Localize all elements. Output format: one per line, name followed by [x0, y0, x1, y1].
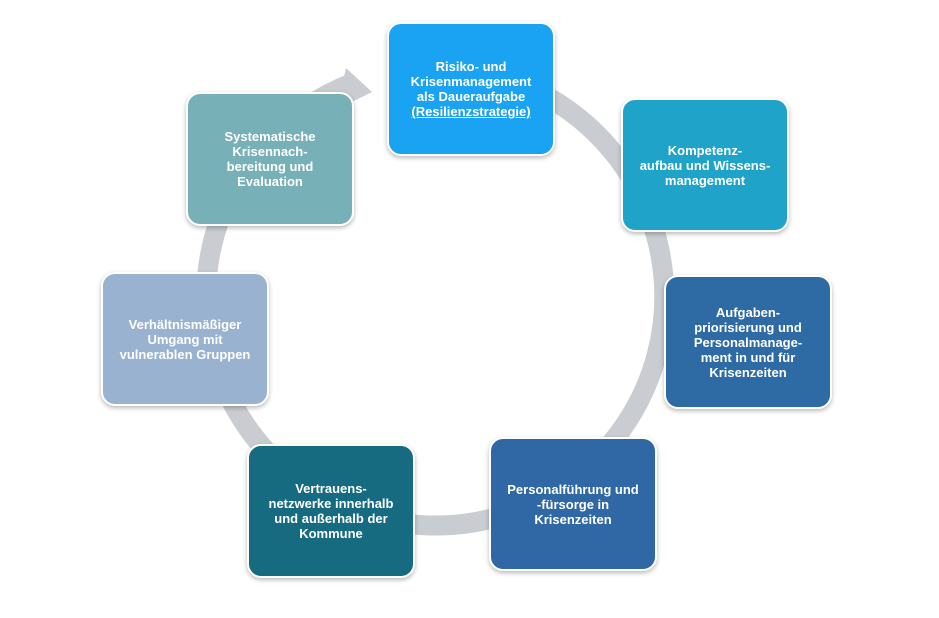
node-risk-line-2: Krisenmanagement — [410, 74, 532, 89]
node-competence: Kompetenz- aufbau und Wissens- managemen… — [621, 98, 789, 232]
node-personnel-leadership: Personalführung und -fürsorge in Krisenz… — [489, 437, 657, 571]
node-leadership-line-1: Personalführung und — [507, 481, 639, 497]
node-trust-networks: Vertrauens- netzwerke innerhalb und auße… — [247, 444, 415, 578]
node-evaluation-line-1: Systematische — [224, 129, 316, 144]
node-trust-line-4: Kommune — [299, 526, 363, 541]
node-priority-line-3: Personalmanage- — [693, 334, 803, 350]
node-risk-line-4: (Resilienzstrategie) — [411, 104, 531, 119]
node-risk-line-3: als Daueraufgabe — [416, 89, 526, 104]
node-vulnerable-line-2: Umgang mit — [147, 331, 223, 347]
node-trust-line-3: und außerhalb der — [274, 511, 388, 526]
node-priority-line-4: ment in und für — [700, 349, 796, 365]
node-task-prioritization: Aufgaben- priorisierung und Personalmana… — [664, 275, 832, 409]
node-leadership-line-3: Krisenzeiten — [534, 511, 612, 527]
node-competence-line-2: aufbau und Wissens- — [639, 157, 771, 173]
node-trust-line-2: netzwerke innerhalb — [268, 496, 394, 511]
node-evaluation-line-4: Evaluation — [237, 174, 303, 189]
node-priority-line-5: Krisenzeiten — [709, 364, 787, 380]
node-competence-line-1: Kompetenz- — [667, 142, 743, 158]
node-evaluation-line-3: bereitung und — [226, 159, 314, 174]
node-evaluation-line-2: Krisennach- — [232, 144, 308, 159]
node-priority-line-2: priorisierung und — [694, 319, 802, 335]
node-vulnerable-groups: Verhältnismäßiger Umgang mit vulnerablen… — [101, 272, 269, 406]
node-risk-management: Risiko- und Krisenmanagement als Dauerau… — [387, 22, 555, 156]
node-leadership-line-2: -fürsorge in — [536, 496, 610, 512]
node-competence-line-3: management — [664, 172, 746, 188]
node-vulnerable-line-1: Verhältnismäßiger — [128, 316, 242, 332]
node-vulnerable-line-3: vulnerablen Gruppen — [119, 346, 251, 362]
node-evaluation: Systematische Krisennach- bereitung und … — [186, 92, 354, 226]
node-trust-line-1: Vertrauens- — [295, 481, 367, 496]
node-risk-line-1: Risiko- und — [435, 59, 507, 74]
node-priority-line-1: Aufgaben- — [715, 304, 781, 320]
